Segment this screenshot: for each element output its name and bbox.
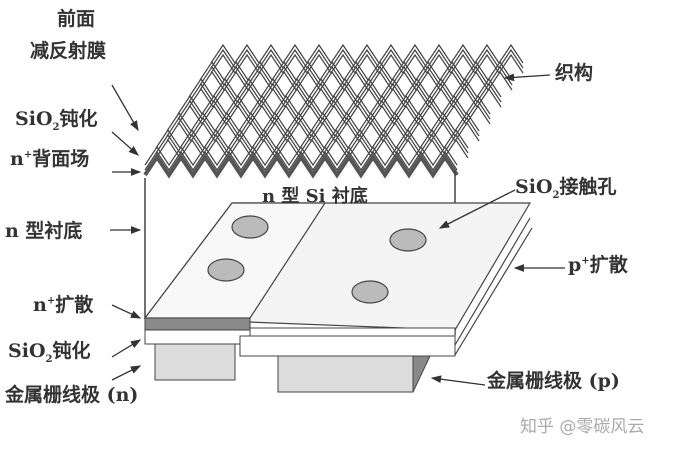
contact-hole [207,258,245,282]
front-texture-layers [143,43,524,179]
contact-hole [231,215,269,239]
p-plus-diffusion-layer [249,327,456,337]
texture-zigzag [155,128,469,150]
sio2-passivation-p [239,335,456,357]
texture-zigzag [155,133,469,155]
label-sio2-contact-hole: SiO2接触孔 [515,176,617,201]
texture-zigzag [188,77,502,99]
label-metal-p: 金属栅线极 (p) [487,370,620,392]
label-texture: 织构 [555,62,594,84]
label-sio2-passivation-bottom: SiO2钝化 [8,340,91,365]
texture-zigzag [166,116,480,138]
label-n-substrate: n 型衬底 [5,220,83,242]
texture-zigzag [177,99,491,121]
texture-zigzag [210,43,524,65]
p-plus-layer-edge [454,217,531,346]
arrow [438,189,516,229]
metal-electrode-n [154,343,236,381]
texture-zigzag [166,111,480,133]
arrow [111,131,139,156]
label-p-plus-diffusion: p+扩散 [568,254,628,276]
texture-zigzag [143,153,459,179]
arrow [503,73,551,82]
label-front: 前面 [57,8,96,30]
label-sio2-passivation-top: SiO2钝化 [15,108,98,133]
texture-zigzag [144,150,458,172]
arrow [111,365,142,381]
contact-hole [389,228,427,252]
p-plus-layer-edge [454,227,533,356]
texture-zigzag [144,145,458,167]
texture-zigzag [199,60,513,82]
sio2-passivation-n [144,329,251,345]
arrow [111,339,142,358]
arrow [111,84,139,132]
label-n-si-substrate: n 型 Si 衬底 [262,186,368,207]
label-anti-reflection: 减反射膜 [30,40,107,62]
metal-electrode-p [277,355,414,393]
arrow [111,304,142,319]
n-plus-diffusion-layer [144,317,251,331]
watermark: 知乎 @零碳风云 [520,417,645,437]
label-n-plus-bsf: n+背面场 [10,148,90,170]
texture-zigzag [177,94,491,116]
contact-hole [351,280,389,304]
metal-electrode-p-side [412,355,431,393]
label-n-plus-diffusion: n+扩散 [33,294,94,316]
texture-zigzag [199,65,513,87]
label-metal-n: 金属栅线极 (n) [5,384,139,406]
texture-zigzag [210,48,524,70]
arrow [430,375,486,386]
texture-zigzag [188,82,502,104]
